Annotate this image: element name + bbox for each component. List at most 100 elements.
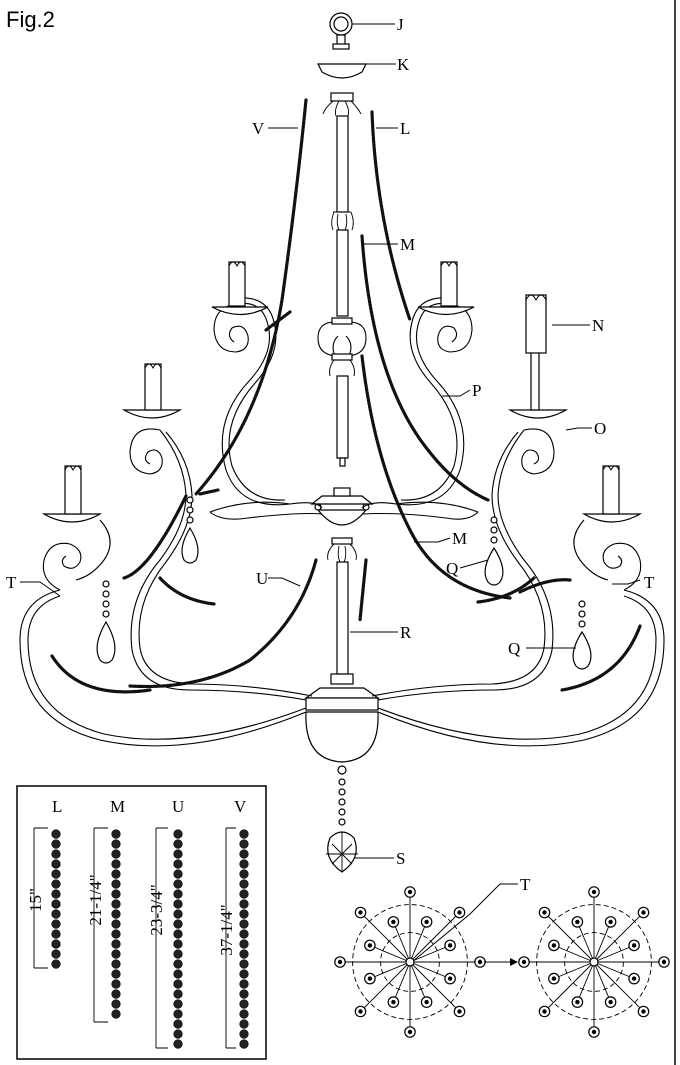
chain-bead: [111, 859, 121, 869]
crystal-arm-spoke: [369, 961, 411, 980]
chain-bead: [173, 859, 183, 869]
crystal-bead-core: [407, 889, 413, 895]
chain-bead: [111, 829, 121, 839]
crystal-bead-core: [551, 976, 557, 981]
chain-bead: [239, 869, 249, 879]
crystal-arm-spoke: [593, 921, 612, 963]
lower-right-arm: [573, 465, 643, 591]
central-column-lower: [327, 537, 357, 685]
chain-bead: [239, 969, 249, 979]
table-frame: [16, 785, 267, 1060]
middle-left-arm: [121, 363, 183, 475]
dim-V-length: 37-1/4": [217, 904, 236, 955]
middle-tier-frame: [130, 429, 554, 701]
label-O: O: [594, 419, 606, 438]
chain-bead: [173, 989, 183, 999]
crystal-arm-spoke: [392, 921, 411, 963]
detail-arrow: [484, 958, 518, 966]
crystal-pendant-right-low: [572, 600, 592, 670]
chain-bead: [173, 1009, 183, 1019]
detail-before: [334, 886, 486, 1038]
crystal-bead-core: [391, 919, 396, 925]
chain-bead: [173, 839, 183, 849]
chain-bead: [111, 969, 121, 979]
col-header-V: V: [234, 797, 247, 816]
chain-bead: [239, 929, 249, 939]
crystal-bead-core: [424, 999, 429, 1005]
chain-bead: [51, 899, 61, 909]
upper-right-arm: [395, 261, 475, 506]
chain-bead: [239, 859, 249, 869]
chain-bead: [239, 829, 249, 839]
detail-leader-T: [411, 883, 518, 963]
crystal-arm-spoke: [409, 921, 428, 963]
crystal-bead-core: [477, 959, 483, 965]
chain-bead: [111, 1009, 121, 1019]
chain-bead: [239, 919, 249, 929]
hub: [405, 957, 415, 967]
chain-bead: [173, 1029, 183, 1039]
label-P: P: [472, 381, 481, 400]
crystal-bead-core: [337, 959, 343, 965]
crystal-bead-core: [631, 943, 637, 948]
chain-bead: [239, 989, 249, 999]
chain-bead: [51, 939, 61, 949]
chain-bead: [51, 889, 61, 899]
crystal-arrangement-detail: T: [334, 875, 670, 1038]
col-header-U: U: [172, 797, 184, 816]
crystal-bead-core: [641, 1009, 646, 1014]
chain-bead: [111, 869, 121, 879]
crystal-bead-core: [457, 910, 462, 915]
crystal-arm-spoke: [409, 944, 451, 963]
crystal-arm-spoke: [392, 961, 411, 1003]
chain-bead: [51, 869, 61, 879]
crystal-bead-core: [447, 976, 453, 981]
label-J: J: [397, 15, 404, 34]
label-K: K: [397, 55, 410, 74]
crystal-bead-core: [542, 1009, 547, 1014]
chain-bead: [173, 979, 183, 989]
label-T-left: T: [6, 573, 17, 592]
chain-bead: [51, 859, 61, 869]
ring-hook-J: [329, 12, 353, 50]
label-T-right: T: [644, 573, 655, 592]
crystal-bead-core: [575, 919, 580, 925]
detail-after: [518, 886, 670, 1038]
upper-left-arm: [211, 261, 291, 506]
canopy-K: [317, 63, 367, 79]
lower-bowl: [304, 687, 380, 775]
decorative-chains: [50, 98, 642, 694]
detail-label-T: T: [520, 875, 531, 894]
label-U: U: [256, 569, 268, 588]
crystal-arm-spoke: [593, 912, 644, 963]
chain-bead: [239, 939, 249, 949]
crystal-bead-core: [367, 943, 373, 948]
central-column-upper: [317, 115, 367, 467]
crystal-bead-core: [457, 1009, 462, 1014]
crystal-bead-core: [591, 1029, 597, 1035]
crystal-bead-core: [542, 910, 547, 915]
crystal-bead-core: [575, 999, 580, 1005]
label-S: S: [396, 849, 405, 868]
chain-bead: [239, 1039, 249, 1049]
chain-bead: [173, 929, 183, 939]
crystal-bead-core: [641, 910, 646, 915]
crystal-bead-core: [447, 943, 453, 948]
candle-sleeve-N: [525, 294, 547, 354]
crystal-arm-spoke: [409, 961, 460, 1012]
crystal-pendant-left-mid: [181, 496, 199, 564]
chain-bead: [173, 889, 183, 899]
upper-tier-bowl: [310, 487, 374, 526]
chain-bead: [239, 949, 249, 959]
chain-bead: [51, 829, 61, 839]
chain-bead: [173, 909, 183, 919]
chain-bead: [51, 849, 61, 859]
crystal-bead-core: [521, 959, 527, 965]
figure-title: Fig.2: [6, 7, 55, 32]
crystal-arm-spoke: [576, 961, 595, 1003]
chain-bead: [51, 839, 61, 849]
chain-bead: [111, 989, 121, 999]
chain-bead: [239, 959, 249, 969]
crystal-bead-core: [661, 959, 667, 965]
